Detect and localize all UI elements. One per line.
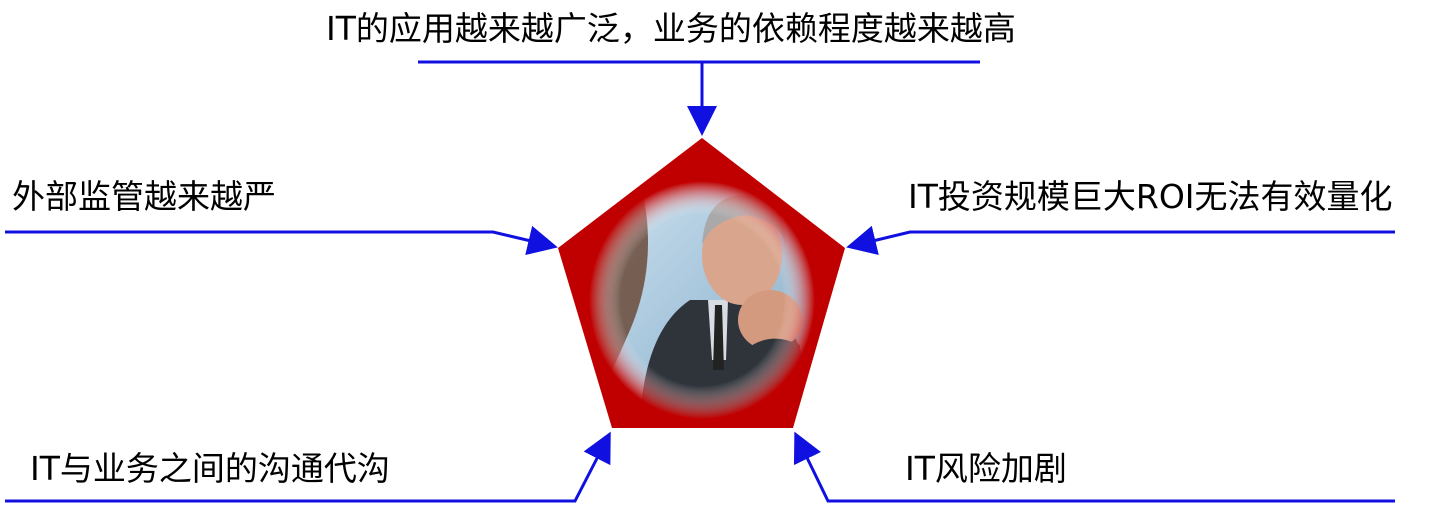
label-it-investment-roi: IT投资规模巨大ROI无法有效量化 — [908, 177, 1393, 216]
label-it-application: IT的应用越来越广泛，业务的依赖程度越来越高 — [326, 9, 1016, 48]
label-external-regulation: 外部监管越来越严 — [12, 177, 276, 216]
label-it-risk: IT风险加剧 — [905, 449, 1067, 488]
right-arrow — [846, 225, 1395, 255]
left-arrow — [5, 225, 558, 256]
bottom-right-arrow — [793, 431, 1395, 503]
label-it-business-gap: IT与业务之间的沟通代沟 — [30, 449, 390, 488]
bottom-left-arrow — [5, 431, 611, 503]
